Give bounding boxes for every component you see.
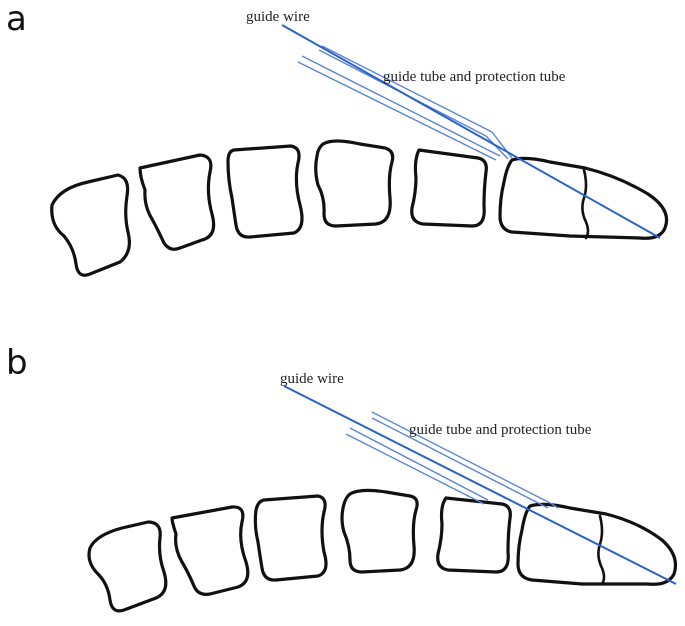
guide-tube-a	[297, 45, 513, 161]
vertebra-a5	[410, 148, 488, 228]
vertebra-b3	[253, 494, 328, 582]
vertebra-b2	[170, 505, 250, 596]
fracture-line-b	[597, 514, 606, 586]
panel-a: guide wire guide tube and protection tub…	[50, 9, 669, 277]
vertebra-b5	[436, 496, 512, 574]
vertebra-b1	[87, 520, 168, 613]
vertebra-b4	[340, 488, 419, 574]
guide-wire-a	[281, 24, 661, 239]
vertebra-a4	[314, 139, 395, 228]
fracture-line-a	[581, 168, 590, 240]
vertebra-a3	[226, 144, 304, 239]
tube-label-a: guide tube and protection tube	[383, 69, 566, 85]
tube-label-b: guide tube and protection tube	[409, 422, 592, 438]
guide-wire-label-b: guide wire	[280, 371, 344, 387]
guide-tube-b	[345, 411, 559, 509]
panel-b: guide wire guide tube and protection tub…	[87, 371, 678, 613]
vertebra-b6-fractured	[516, 502, 678, 586]
panel-a-letter: a	[6, 0, 27, 39]
guide-wire-b	[283, 385, 677, 585]
vertebra-a1	[50, 173, 131, 277]
vertebra-a2	[138, 153, 216, 251]
panel-b-letter: b	[6, 343, 28, 383]
guide-wire-label-a: guide wire	[246, 9, 310, 25]
